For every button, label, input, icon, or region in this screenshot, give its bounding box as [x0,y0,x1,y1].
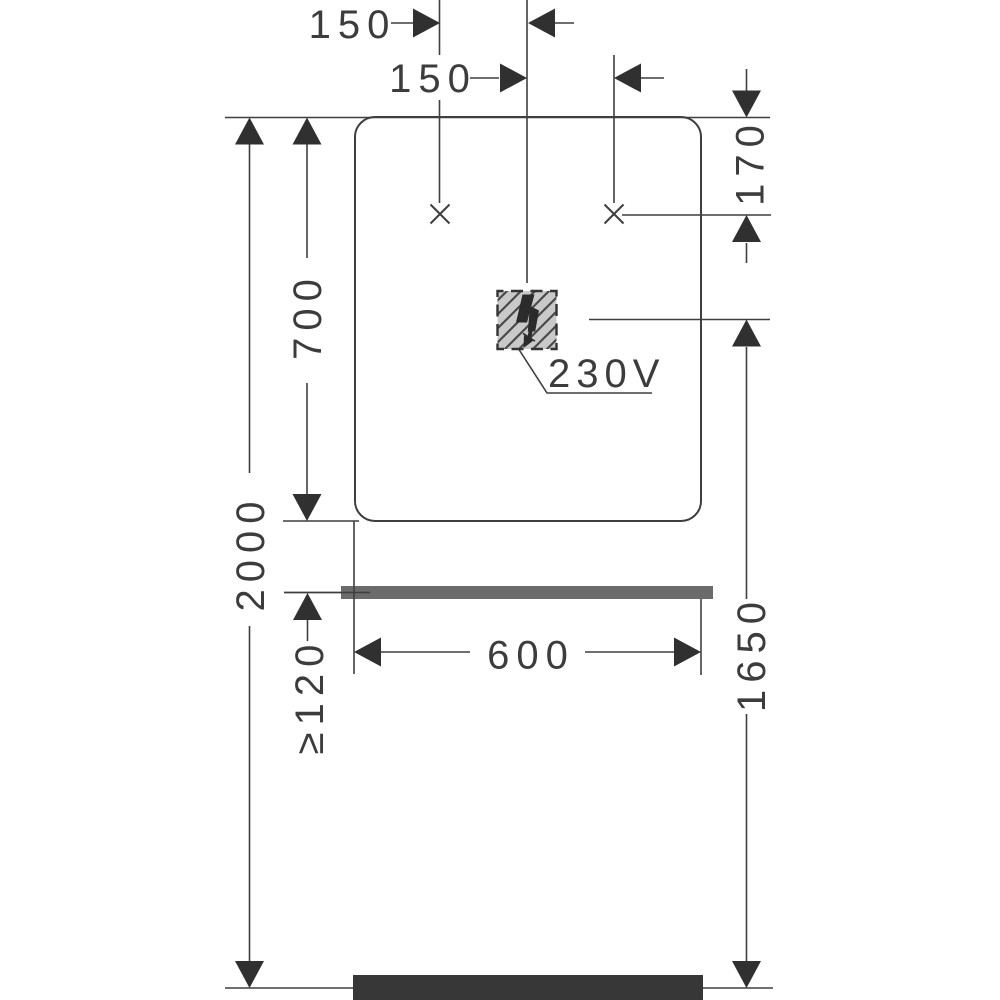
svg-text:150: 150 [389,57,477,101]
svg-text:2000: 2000 [229,495,273,612]
svg-text:1650: 1650 [730,595,774,712]
svg-text:170: 170 [729,118,773,206]
svg-text:700: 700 [286,272,330,360]
svg-text:230V: 230V [548,352,665,396]
svg-text:600: 600 [487,634,575,678]
svg-text:150: 150 [309,3,397,47]
svg-text:≥120: ≥120 [288,638,332,755]
